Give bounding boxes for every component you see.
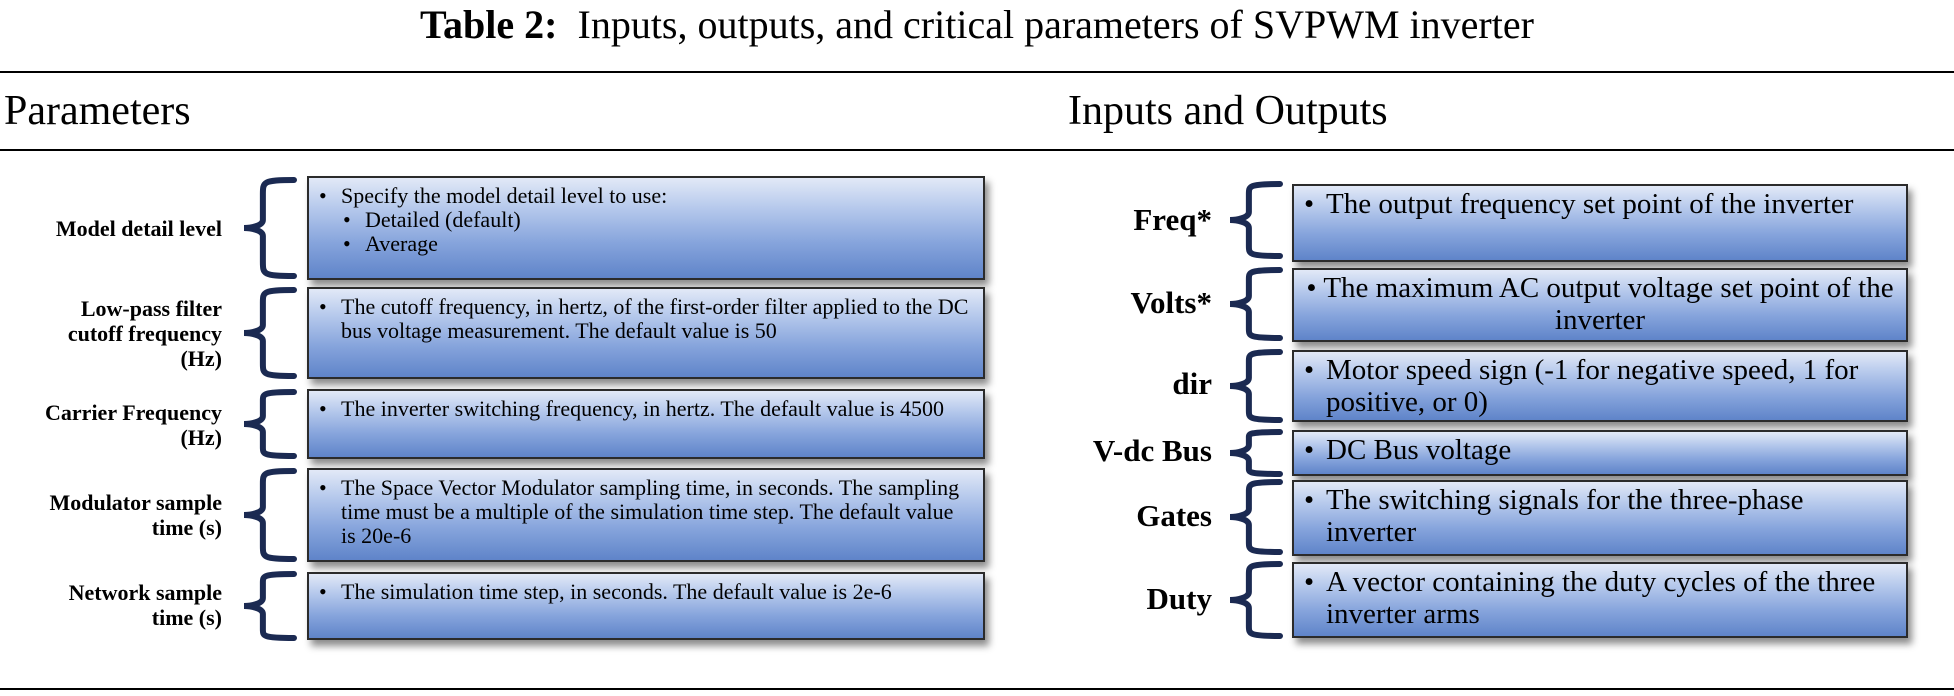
parameter-description: •The Space Vector Modulator sampling tim…	[307, 468, 985, 562]
left-brace-icon	[243, 287, 297, 379]
io-label: dir	[1172, 366, 1212, 401]
parameter-label: Model detail level	[55, 215, 222, 241]
left-brace-icon	[243, 571, 297, 641]
io-description: •The output frequency set point of the i…	[1292, 184, 1908, 262]
left-brace-icon	[1229, 181, 1283, 259]
brace-path	[1229, 349, 1283, 423]
io-header: Inputs and Outputs	[1068, 88, 1388, 134]
table-caption: Inputs, outputs, and critical parameters…	[577, 2, 1534, 47]
header-rule	[0, 149, 1954, 151]
left-brace-icon	[243, 468, 297, 562]
table-title: Table 2: Inputs, outputs, and critical p…	[0, 4, 1954, 46]
io-description: • The maximum AC output voltage set poin…	[1292, 268, 1908, 342]
left-brace-icon	[243, 177, 297, 279]
io-description: •The switching signals for the three-pha…	[1292, 480, 1908, 556]
left-brace-icon	[1229, 561, 1283, 639]
io-label: V-dc Bus	[1092, 433, 1212, 468]
brace-path	[243, 177, 297, 279]
io-label: Volts*	[1130, 285, 1212, 320]
left-brace-icon	[1229, 479, 1283, 555]
parameter-description: •The inverter switching frequency, in he…	[307, 389, 985, 459]
brace-path	[1229, 429, 1283, 477]
bottom-rule	[0, 688, 1954, 690]
left-brace-icon	[1229, 267, 1283, 341]
io-description: •A vector containing the duty cycles of …	[1292, 562, 1908, 638]
left-brace-icon	[243, 389, 297, 459]
parameter-label: Carrier Frequency(Hz)	[45, 400, 222, 450]
io-label: Duty	[1146, 581, 1212, 616]
brace-path	[243, 468, 297, 562]
parameters-header: Parameters	[4, 88, 191, 134]
parameter-description: •Specify the model detail level to use: …	[307, 176, 985, 280]
brace-path	[243, 389, 297, 459]
top-rule	[0, 71, 1954, 73]
brace-path	[1229, 267, 1283, 341]
io-description: •DC Bus voltage	[1292, 430, 1908, 476]
parameter-description: •The simulation time step, in seconds. T…	[307, 572, 985, 640]
table-number: Table 2:	[420, 2, 558, 47]
brace-path	[1229, 561, 1283, 639]
brace-path	[1229, 181, 1283, 259]
brace-path	[243, 571, 297, 641]
left-brace-icon	[1229, 429, 1283, 477]
brace-path	[243, 287, 297, 379]
io-description: •Motor speed sign (-1 for negative speed…	[1292, 350, 1908, 422]
io-label: Freq*	[1133, 202, 1212, 237]
brace-path	[1229, 479, 1283, 555]
parameter-description: •The cutoff frequency, in hertz, of the …	[307, 287, 985, 379]
io-label: Gates	[1136, 498, 1212, 533]
left-brace-icon	[1229, 349, 1283, 423]
